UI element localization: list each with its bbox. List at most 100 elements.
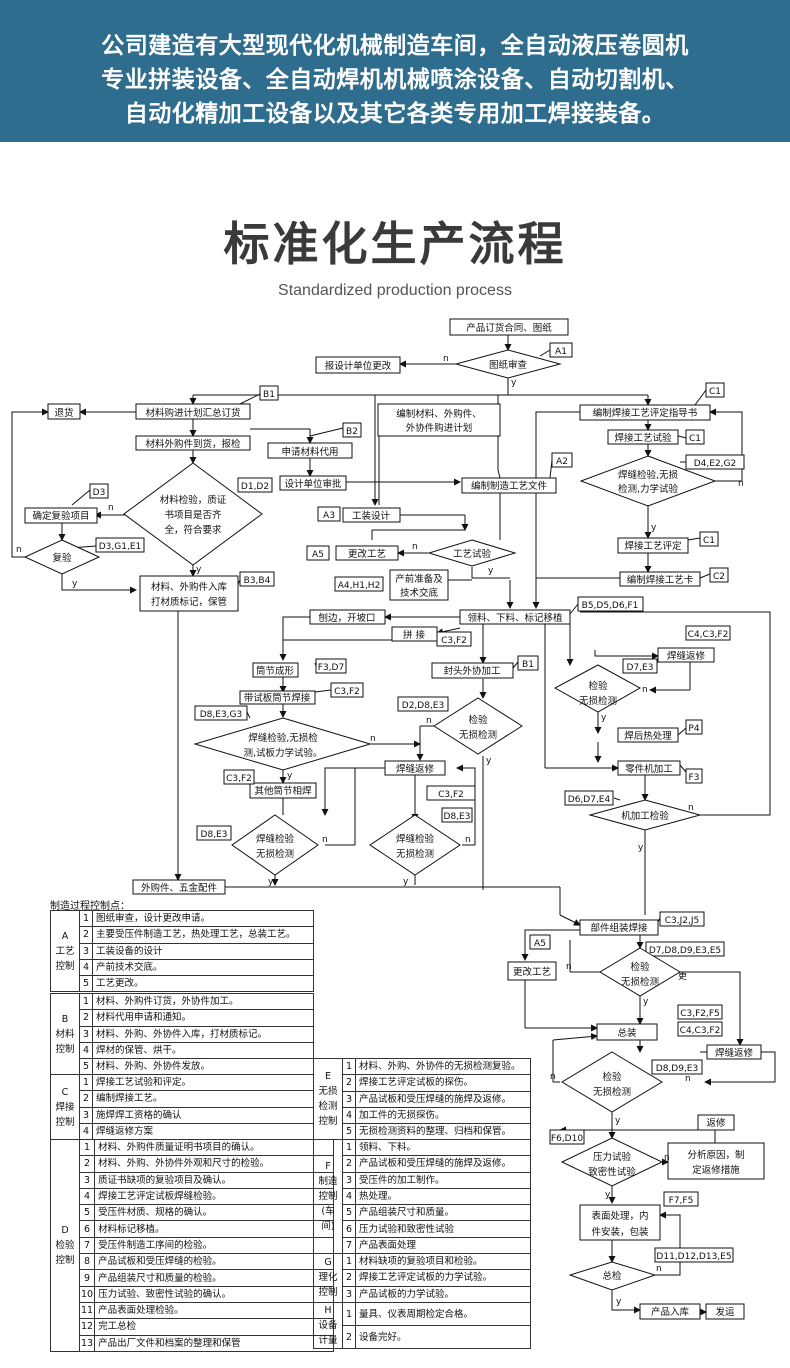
box-head-outsource: 封头外协加工 — [443, 665, 501, 677]
control-item-number: 6 — [342, 1220, 356, 1238]
page-title: 标准化生产流程 — [223, 217, 567, 271]
mark-n: n — [656, 1264, 662, 1274]
mark-n: n — [322, 835, 328, 845]
mark-n: n — [550, 1072, 556, 1082]
control-category-code: G — [324, 1257, 332, 1269]
mark-n: n — [412, 542, 418, 552]
control-item-number: 3 — [342, 1285, 356, 1303]
control-category-code: A — [61, 930, 69, 942]
control-category-name: 理化控制 — [318, 1272, 338, 1299]
diamond-material-check-line-1: 材料检验，质证 — [160, 494, 227, 506]
control-item-text: 完工总检 — [94, 1318, 334, 1336]
control-item-text: 材料标记移植。 — [94, 1220, 334, 1238]
control-item-text: 焊接工艺评定试板的探伤。 — [355, 1074, 531, 1092]
box-contract: 产品订货合同、图纸 — [466, 322, 552, 334]
control-item-number: 2 — [342, 1155, 356, 1173]
code-a5b: A5 — [534, 939, 546, 949]
control-item-text: 热处理。 — [355, 1187, 531, 1206]
mark-y: y — [651, 523, 657, 533]
diamond-head-check-line-2: 无损检测 — [459, 729, 497, 741]
control-item-text: 产品出厂文件和档案的整理和保管 — [94, 1334, 334, 1352]
code-d2d8e3: D2,D8,E3 — [402, 701, 444, 711]
control-item-number: 2 — [342, 1074, 356, 1092]
control-category-name: 工艺控制 — [55, 945, 75, 972]
control-item-text: 工装设备的设计 — [92, 942, 314, 960]
control-category-code: E — [324, 1071, 331, 1083]
control-category-name: 焊接控制 — [55, 1101, 75, 1128]
box-weld-guide: 编制焊接工艺评定指导书 — [593, 407, 698, 419]
control-item-text: 加工件的无损探伤。 — [355, 1106, 531, 1125]
diamond-ndt-line-1: 检验 — [588, 680, 608, 692]
diamond-material-check-line-2: 书项目是否齐 — [164, 509, 222, 521]
box-other-cyl-weld: 其他筒节相焊 — [254, 785, 312, 797]
code-c3f2b: C3,F2 — [334, 687, 360, 697]
box-storage-line-2: 打材质标记，保管 — [151, 596, 227, 608]
control-item-number: 5 — [79, 1058, 93, 1076]
mark-y: y — [72, 579, 78, 589]
box-weld-eval: 焊接工艺评定 — [624, 540, 682, 552]
code-f3: F3 — [689, 773, 700, 783]
control-item-number: 6 — [78, 1220, 96, 1238]
diamond-process-test: 工艺试验 — [453, 548, 492, 560]
control-item-number: 4 — [79, 958, 93, 977]
box-material-arrival: 材料外购件到货，报检 — [145, 438, 241, 450]
control-item-text: 图纸审查，设计更改申请。 — [92, 909, 314, 928]
box-requisition: 领料、下料、标记移植 — [467, 612, 563, 624]
control-item-text: 施焊焊工资格的确认 — [92, 1106, 314, 1124]
control-item-text: 产前技术交底。 — [92, 958, 314, 977]
mark-n: n — [685, 1074, 691, 1084]
mark-n: n — [642, 685, 648, 695]
mark-n: n — [566, 962, 572, 972]
code-f3d7: F3,D7 — [318, 663, 344, 673]
control-item-text: 受压件制造工序间的检验。 — [94, 1236, 334, 1255]
control-item-text: 材料缺项的复验项目和检验。 — [355, 1252, 531, 1271]
mark-n: n — [738, 479, 744, 489]
control-item-number: 5 — [79, 975, 93, 993]
box-modify-process: 更改工艺 — [348, 548, 386, 560]
diamond-pressure-line-1: 压力试验 — [593, 1151, 632, 1163]
code-d7d8: D7,D8,D9,E3,E5 — [649, 946, 721, 956]
control-item-text: 产品表面处理 — [355, 1236, 531, 1255]
mark-y: y — [615, 1116, 621, 1126]
banner-line-1: 公司建造有大型现代化机械制造车间，全自动液压卷圆机 — [101, 33, 689, 59]
control-item-text: 材料、外购件质量证明书项目的确认。 — [94, 1138, 334, 1157]
mark-y: y — [616, 1297, 622, 1307]
box-analyze-line-2: 定返修措施 — [692, 1164, 740, 1176]
code-f7f5: F7,F5 — [669, 1196, 694, 1206]
control-item-number: 2 — [79, 1009, 93, 1027]
box-material-purchase: 材料购进计划汇总订货 — [145, 407, 240, 419]
control-item-text: 产品表面处理检验。 — [94, 1301, 334, 1320]
diamond-final-check: 总检 — [602, 1270, 622, 1282]
control-item-text: 受压件材质、规格的确认。 — [94, 1204, 334, 1222]
page-subtitle: Standardized production process — [278, 282, 512, 299]
diamond-final-ndt-line-2: 无损检测 — [593, 1086, 631, 1098]
control-item-text: 材料、外购、外协件入库，打材质标记。 — [92, 1025, 314, 1043]
control-item-number: 11 — [78, 1301, 96, 1320]
control-item-text: 焊接工艺评定试板的力学试验。 — [355, 1269, 531, 1287]
control-item-text: 产品组装尺寸和质量的检验。 — [94, 1269, 334, 1287]
control-item-text: 焊接工艺试验和评定。 — [92, 1073, 314, 1092]
control-item-number: 5 — [78, 1204, 96, 1222]
code-c1b: C1 — [689, 434, 701, 444]
box-test-plate-weld: 带试板筒节焊接 — [244, 692, 311, 704]
box-ship: 发运 — [715, 1306, 735, 1318]
code-d4: D4,E2,G2 — [694, 459, 737, 469]
box-compile-purchase-line-1: 编制材料、外购件、 — [396, 408, 482, 420]
code-d8e3g3: D8,E3,G3 — [200, 710, 243, 720]
box-preprod-line-1: 产前准备及 — [395, 573, 443, 585]
control-item-number: 1 — [342, 1252, 356, 1271]
control-item-number: 4 — [342, 1106, 356, 1125]
